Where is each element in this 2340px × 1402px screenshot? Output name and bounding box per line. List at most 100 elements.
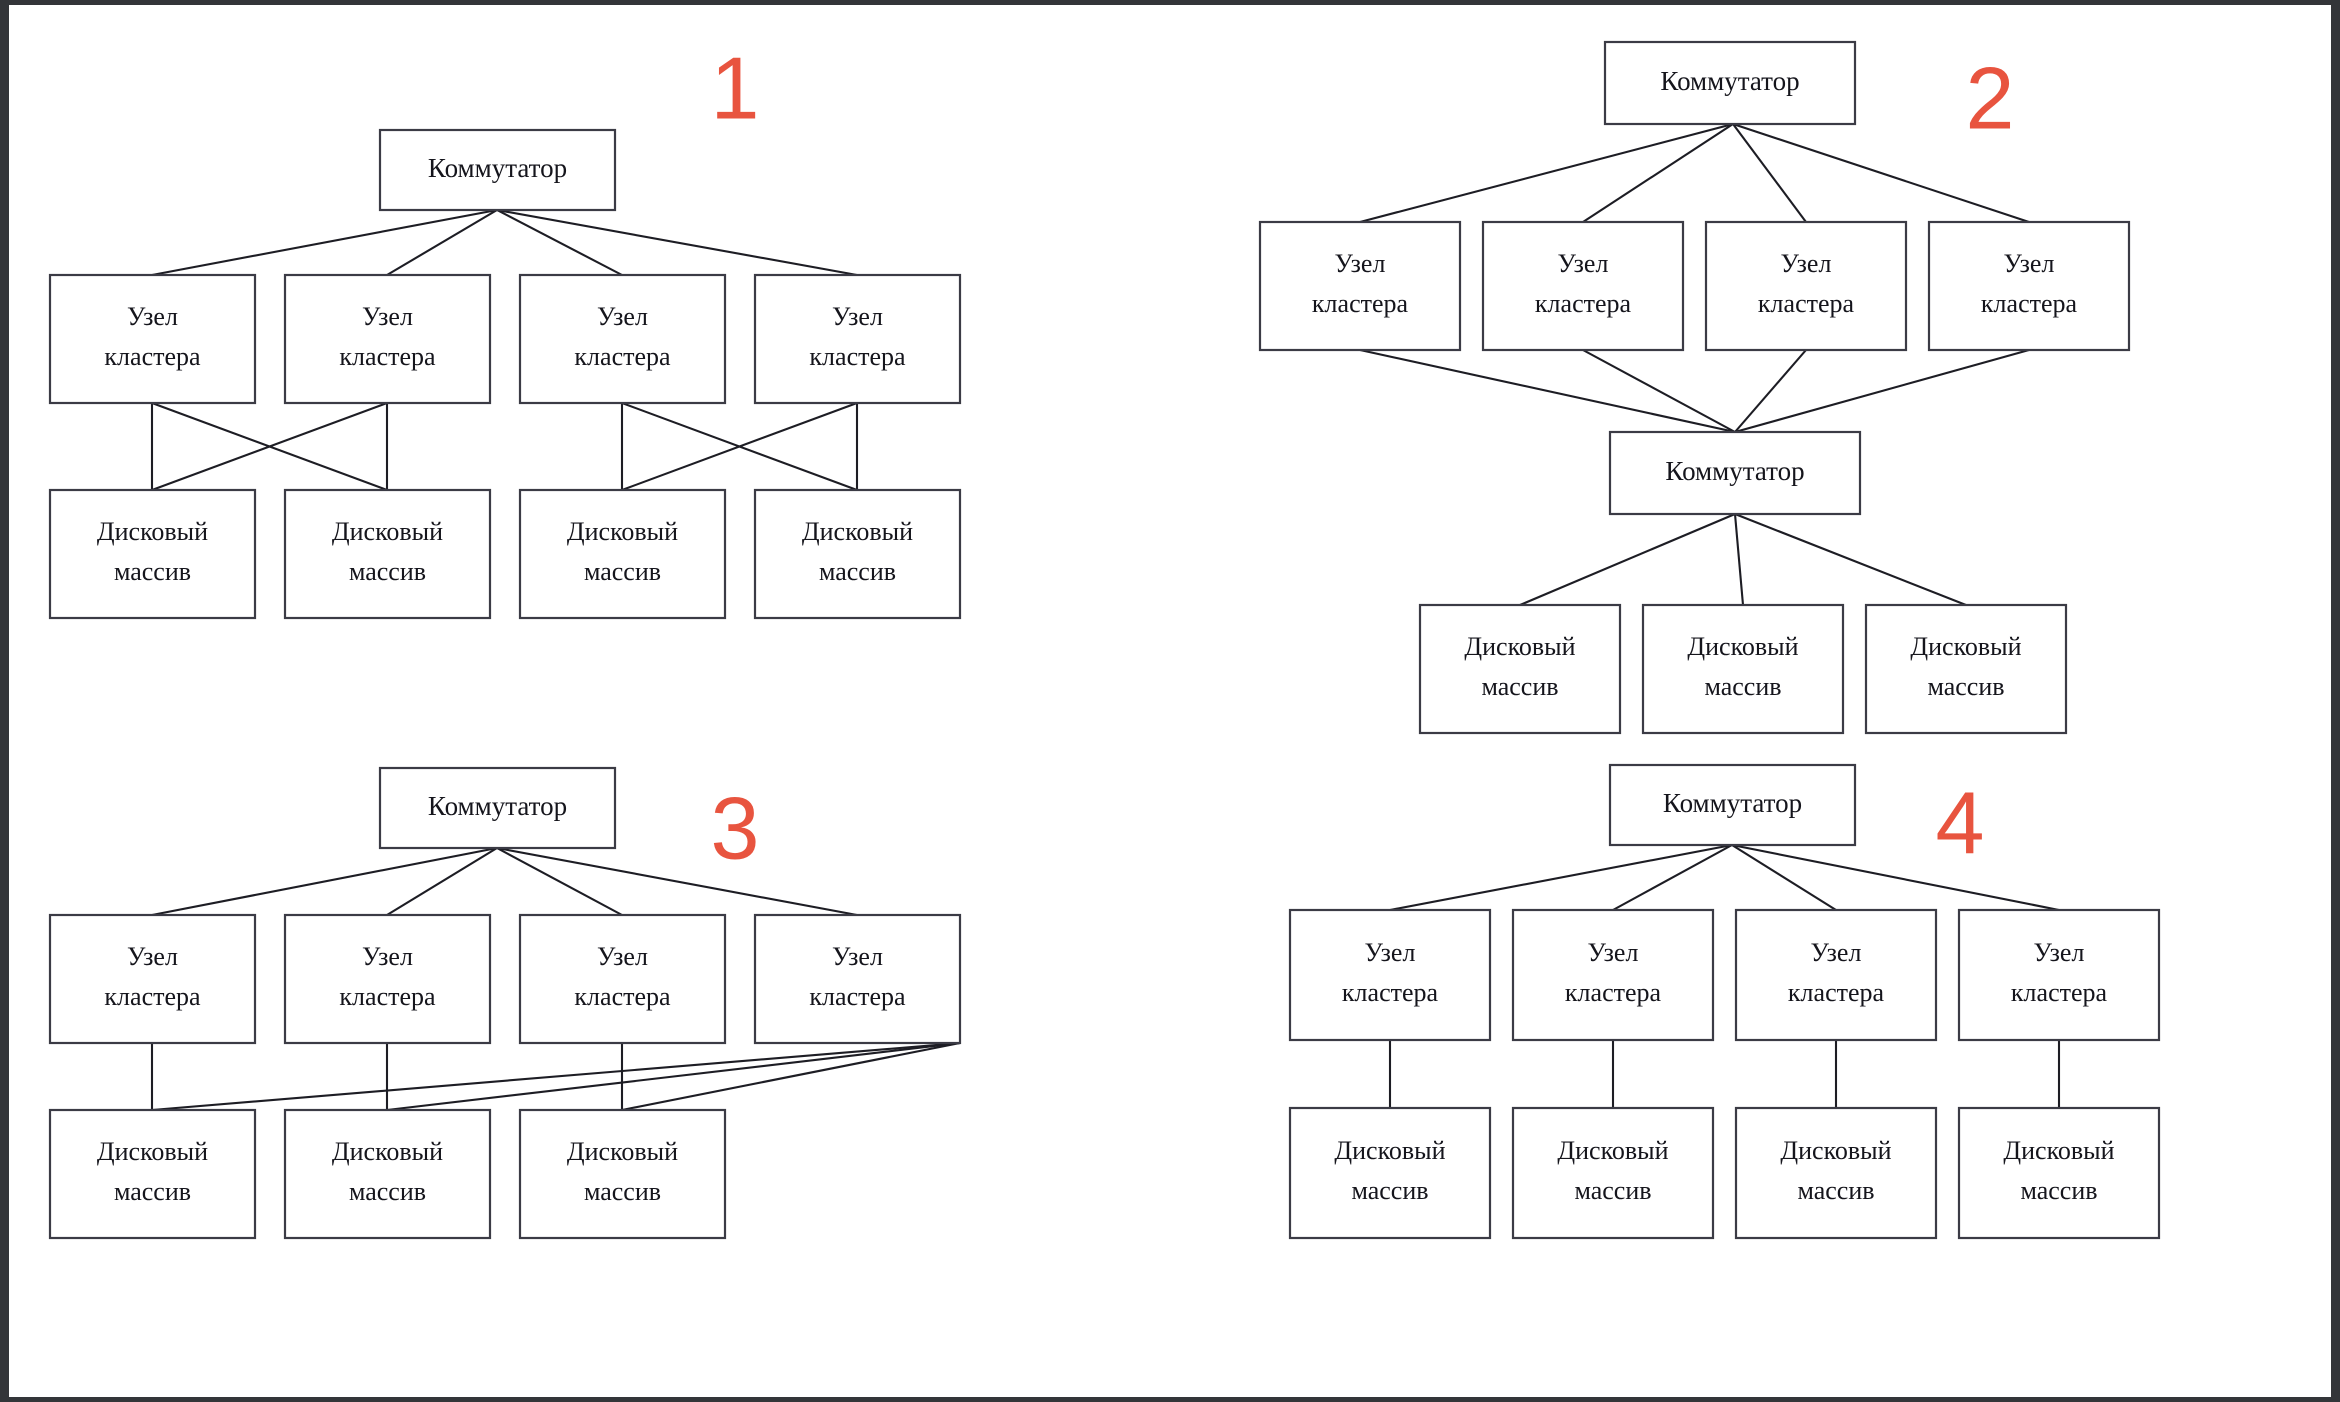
page-border-left	[0, 0, 9, 1402]
cluster-node-4-label-line1: Узел	[2004, 249, 2055, 278]
connection-line	[151, 402, 388, 491]
disk-array-4-label-line2: массив	[819, 557, 896, 586]
cluster-node-1-box	[1258, 220, 1462, 352]
connection-line	[386, 1041, 961, 1112]
disk-array-1-box	[1418, 603, 1622, 735]
connection-lines-group	[1359, 122, 2030, 606]
connection-lines-group	[150, 208, 859, 491]
disk-array-1-label-line1: Дисковый	[1334, 1136, 1445, 1165]
cluster-node-2-box	[283, 273, 492, 405]
disk-array-2-label-line1: Дисковый	[1687, 632, 1798, 661]
page-border-top	[0, 0, 2340, 5]
connection-line	[1359, 122, 1734, 224]
connection-line	[496, 208, 858, 277]
switch-1-label: Коммутатор	[428, 153, 567, 183]
cluster-node-1-label-line2: кластера	[104, 342, 201, 371]
cluster-node-3-label-line2: кластера	[574, 342, 671, 371]
disk-array-2-label-line2: массив	[1704, 672, 1781, 701]
connection-line	[1519, 513, 1736, 606]
diagram-number-label: 3	[711, 778, 760, 877]
disk-array-3-box	[1864, 603, 2068, 735]
cluster-node-4-label-line2: кластера	[809, 342, 906, 371]
cluster-node-2-box	[1511, 908, 1715, 1042]
cluster-node-2-label-line2: кластера	[339, 982, 436, 1011]
disk-array-4-label-line2: массив	[2020, 1176, 2097, 1205]
disk-array-1-box	[48, 488, 257, 620]
cluster-node-1-label-line1: Узел	[1335, 249, 1386, 278]
cluster-node-2-label-line1: Узел	[362, 302, 413, 331]
cluster-node-4-label-line1: Узел	[832, 942, 883, 971]
cluster-node-2: Узел кластера	[283, 913, 492, 1045]
connection-lines-group	[150, 846, 961, 1112]
cluster-node-2-box	[283, 913, 492, 1045]
diagram-number-label: 4	[1936, 773, 1985, 872]
cluster-node-2-label-line1: Узел	[362, 942, 413, 971]
disk-array-1-label-line2: массив	[114, 1177, 191, 1206]
disk-array-2-label-line1: Дисковый	[332, 517, 443, 546]
switch-1: Коммутатор	[378, 128, 617, 212]
cluster-node-1-label-line1: Узел	[127, 302, 178, 331]
disk-array-4: Дисковый массив	[1957, 1106, 2161, 1240]
cluster-node-3-box	[518, 273, 727, 405]
cluster-node-4-label-line2: кластера	[1981, 289, 2078, 318]
disk-array-1-box	[1288, 1106, 1492, 1240]
disk-array-1-label-line1: Дисковый	[1464, 632, 1575, 661]
disk-array-3-label-line1: Дисковый	[567, 1137, 678, 1166]
switch-bottom-box	[1608, 430, 1862, 516]
connection-line	[151, 208, 498, 277]
cluster-node-1-label-line1: Узел	[1365, 938, 1416, 967]
connection-line	[1582, 123, 1734, 223]
cluster-node-3-label-line2: кластера	[1758, 289, 1855, 318]
connection-line	[1734, 348, 2030, 434]
cluster-node-3-label-line1: Узел	[597, 942, 648, 971]
connection-line	[1732, 123, 2030, 223]
connection-line	[1612, 844, 1733, 911]
cluster-node-3-box	[1734, 908, 1938, 1042]
cluster-node-1-box	[1288, 908, 1492, 1042]
cluster-node-4-label-line2: кластера	[809, 982, 906, 1011]
disk-array-1: Дисковый массив	[48, 1108, 257, 1240]
disk-array-2-box	[283, 1108, 492, 1240]
disk-array-3-box	[518, 1108, 727, 1240]
cluster-node-2-label-line1: Узел	[1588, 938, 1639, 967]
connection-line	[621, 402, 858, 491]
connection-line	[151, 1041, 961, 1112]
disk-array-2-label-line2: массив	[349, 1177, 426, 1206]
switch-top: Коммутатор	[1603, 40, 1857, 126]
cluster-node-3-label-line2: кластера	[574, 982, 671, 1011]
disk-array-4-label-line1: Дисковый	[2003, 1136, 2114, 1165]
cluster-node-3: Узел кластера	[518, 913, 727, 1045]
page-border-right	[2331, 0, 2340, 1402]
disk-array-2-box	[283, 488, 492, 620]
connection-lines-group	[1388, 843, 2061, 1108]
cluster-node-4-label-line1: Узел	[2034, 938, 2085, 967]
disk-array-1-label-line1: Дисковый	[97, 517, 208, 546]
connection-line	[1359, 348, 1736, 434]
cluster-node-4: Узел кластера	[1927, 220, 2131, 352]
cluster-node-1-label-line2: кластера	[1342, 978, 1439, 1007]
connection-line	[1731, 843, 2060, 912]
switch-1-box	[378, 766, 617, 850]
cluster-node-1-box	[48, 913, 257, 1045]
connection-line	[496, 209, 623, 276]
disk-array-3-label-line1: Дисковый	[1910, 632, 2021, 661]
page-border-bottom	[0, 1397, 2340, 1402]
disk-array-1-label-line1: Дисковый	[97, 1137, 208, 1166]
cluster-node-1: Узел кластера	[48, 273, 257, 405]
connection-line	[386, 209, 498, 276]
cluster-node-2-label-line2: кластера	[339, 342, 436, 371]
cluster-node-4-box	[753, 273, 962, 405]
